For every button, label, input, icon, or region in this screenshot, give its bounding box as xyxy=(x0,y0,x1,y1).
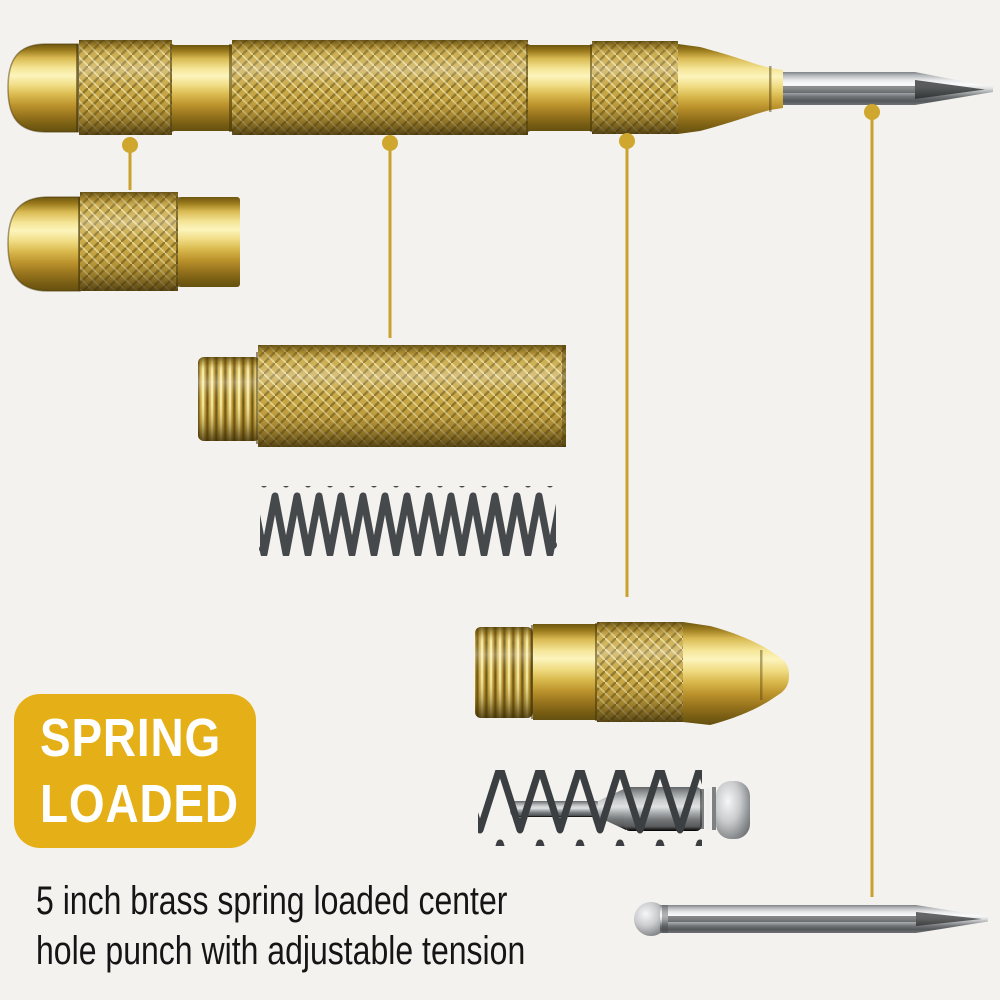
groove xyxy=(170,44,174,132)
groove xyxy=(176,197,180,287)
nose-taper xyxy=(683,622,789,725)
leader-dot-nose-cone xyxy=(619,133,635,149)
body-tube-part xyxy=(198,345,566,447)
leader-dot-end-cap xyxy=(122,137,138,153)
groove xyxy=(531,625,535,719)
inner-pin-spring-part xyxy=(478,770,750,846)
punch-main-knurled-body xyxy=(232,40,528,135)
spring-end xyxy=(549,541,557,549)
groove xyxy=(229,44,233,132)
nose-cone-part xyxy=(475,622,789,725)
punch-nose-knurl-collar xyxy=(592,41,678,134)
groove xyxy=(76,44,80,132)
leader-dots xyxy=(122,104,880,153)
nose-smooth-band xyxy=(533,624,597,720)
steel-tip-point-shadow xyxy=(915,80,985,99)
spring-end xyxy=(259,545,267,553)
steel-tip-streak xyxy=(783,86,915,93)
small-spring-coils xyxy=(478,770,702,846)
groove xyxy=(256,352,260,444)
badge-line-1: SPRING xyxy=(40,708,222,768)
nose-threads xyxy=(475,627,533,718)
leader-dot-body-tube xyxy=(382,135,398,151)
nose-knurl xyxy=(597,622,683,722)
groove xyxy=(78,197,82,291)
groove xyxy=(526,44,530,132)
steel-punch-pin-part xyxy=(634,902,988,936)
pin-knob xyxy=(634,902,668,936)
pin-neck xyxy=(662,905,668,933)
large-spring-coils xyxy=(260,486,556,556)
caption-line-1: 5 inch brass spring loaded center xyxy=(36,879,508,923)
end-cap-knurl xyxy=(80,192,178,291)
spring-loaded-badge: SPRING LOADED xyxy=(14,694,256,848)
leader-dot-steel-pin xyxy=(864,104,880,120)
inner-pin-head xyxy=(716,781,750,839)
end-cap-smooth-band xyxy=(178,197,240,287)
groove xyxy=(595,623,599,721)
end-cap-part xyxy=(7,192,240,292)
punch-cap-knurl xyxy=(79,40,172,135)
pin-point-shadow xyxy=(916,912,982,926)
assembled-punch xyxy=(7,40,993,135)
pin-streak xyxy=(668,916,916,922)
leader-lines xyxy=(128,119,874,897)
groove xyxy=(590,44,594,132)
punch-end-cap xyxy=(7,43,79,133)
body-tube-knurl xyxy=(258,345,566,447)
punch-smooth-band-left xyxy=(172,45,232,131)
end-cap-dome xyxy=(7,196,81,292)
badge-line-2: LOADED xyxy=(40,774,239,834)
punch-smooth-band-right xyxy=(528,45,592,131)
punch-nose-cone xyxy=(678,44,783,134)
inner-pin-groove xyxy=(706,788,710,830)
nose-taper-groove xyxy=(760,650,763,700)
large-spring-part xyxy=(259,486,557,556)
nose-groove xyxy=(769,66,772,112)
inner-pin-groove xyxy=(712,787,716,830)
product-caption: 5 inch brass spring loaded center hole p… xyxy=(36,876,648,976)
caption-line-2: hole punch with adjustable tension xyxy=(36,929,526,973)
body-tube-threads xyxy=(198,357,260,441)
